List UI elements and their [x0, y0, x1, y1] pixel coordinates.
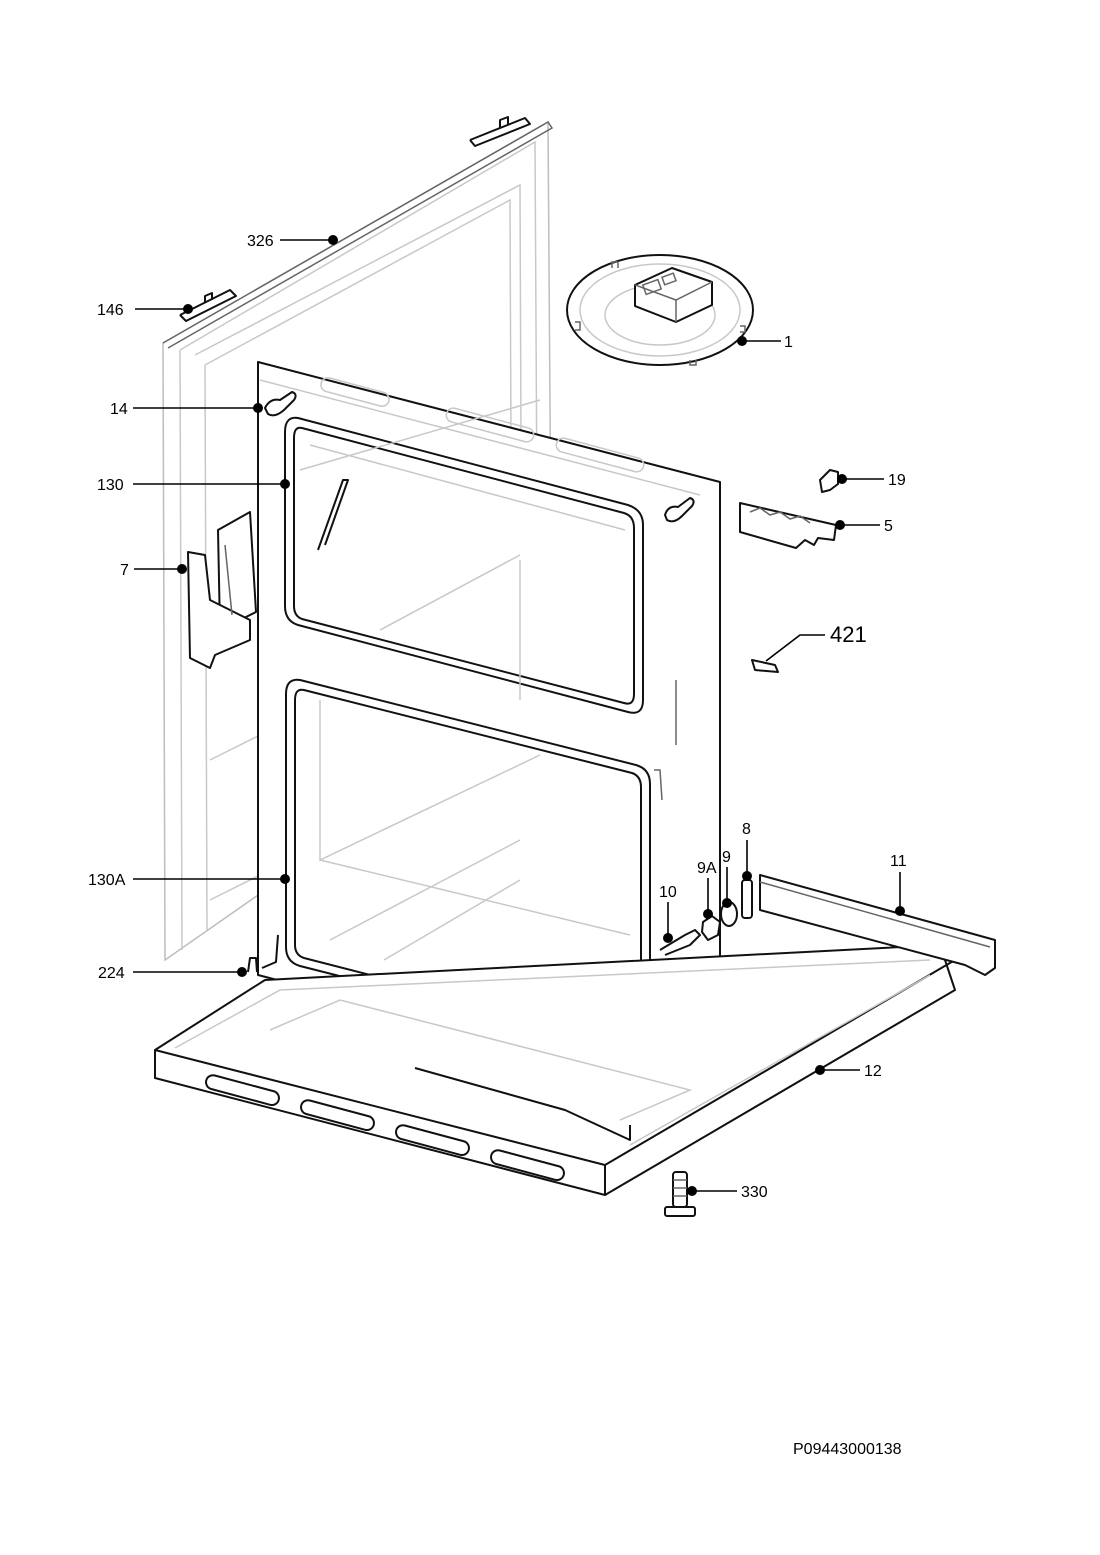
drawing-code: P09443000138 — [793, 1441, 902, 1458]
hook-part — [247, 934, 279, 973]
label-224: 224 — [98, 965, 125, 982]
label-14: 14 — [110, 401, 128, 418]
clip-part — [819, 469, 839, 493]
label-326: 326 — [247, 233, 274, 250]
fan-cover — [566, 254, 754, 366]
label-10: 10 — [659, 884, 677, 901]
label-330: 330 — [741, 1184, 768, 1201]
rear-bracket — [739, 502, 837, 549]
side-rail — [759, 874, 996, 976]
small-connector — [751, 659, 779, 673]
label-19: 19 — [888, 472, 906, 489]
part-8-sleeve — [741, 879, 753, 919]
label-12: 12 — [864, 1063, 882, 1080]
callout-12: 12 — [815, 1063, 882, 1080]
callout-326: 326 — [247, 233, 338, 250]
callout-1: 1 — [737, 334, 793, 351]
label-9a: 9A — [697, 860, 717, 877]
hinge-bracket — [187, 511, 257, 669]
oven-front-frame — [257, 361, 721, 1096]
upper-door-gasket — [284, 416, 644, 714]
label-8: 8 — [742, 821, 751, 838]
callout-330: 330 — [687, 1184, 768, 1201]
top-mount-brackets — [179, 116, 531, 322]
label-7: 7 — [120, 562, 129, 579]
label-11: 11 — [890, 853, 907, 870]
label-421: 421 — [830, 622, 867, 647]
label-146: 146 — [97, 302, 124, 319]
callout-224: 224 — [98, 965, 247, 982]
bottom-base-plate — [154, 944, 956, 1196]
callout-421: 421 — [765, 622, 867, 662]
callout-5: 5 — [835, 518, 893, 535]
callout-9a: 9A — [697, 860, 717, 919]
label-1: 1 — [784, 334, 793, 351]
label-9: 9 — [722, 849, 731, 866]
callout-9: 9 — [722, 849, 732, 908]
callout-7: 7 — [120, 562, 187, 579]
part-10-pin — [659, 929, 701, 956]
callout-8: 8 — [742, 821, 752, 881]
label-5: 5 — [884, 518, 893, 535]
label-130: 130 — [97, 477, 124, 494]
callout-10: 10 — [659, 884, 677, 943]
callout-130a: 130A — [88, 872, 290, 889]
callout-14: 14 — [110, 401, 263, 418]
adjustable-foot — [664, 1171, 696, 1217]
label-130a: 130A — [88, 872, 126, 889]
callout-11: 11 — [890, 853, 907, 916]
callout-146: 146 — [97, 302, 193, 319]
callout-19: 19 — [837, 472, 906, 489]
callout-130: 130 — [97, 477, 290, 494]
